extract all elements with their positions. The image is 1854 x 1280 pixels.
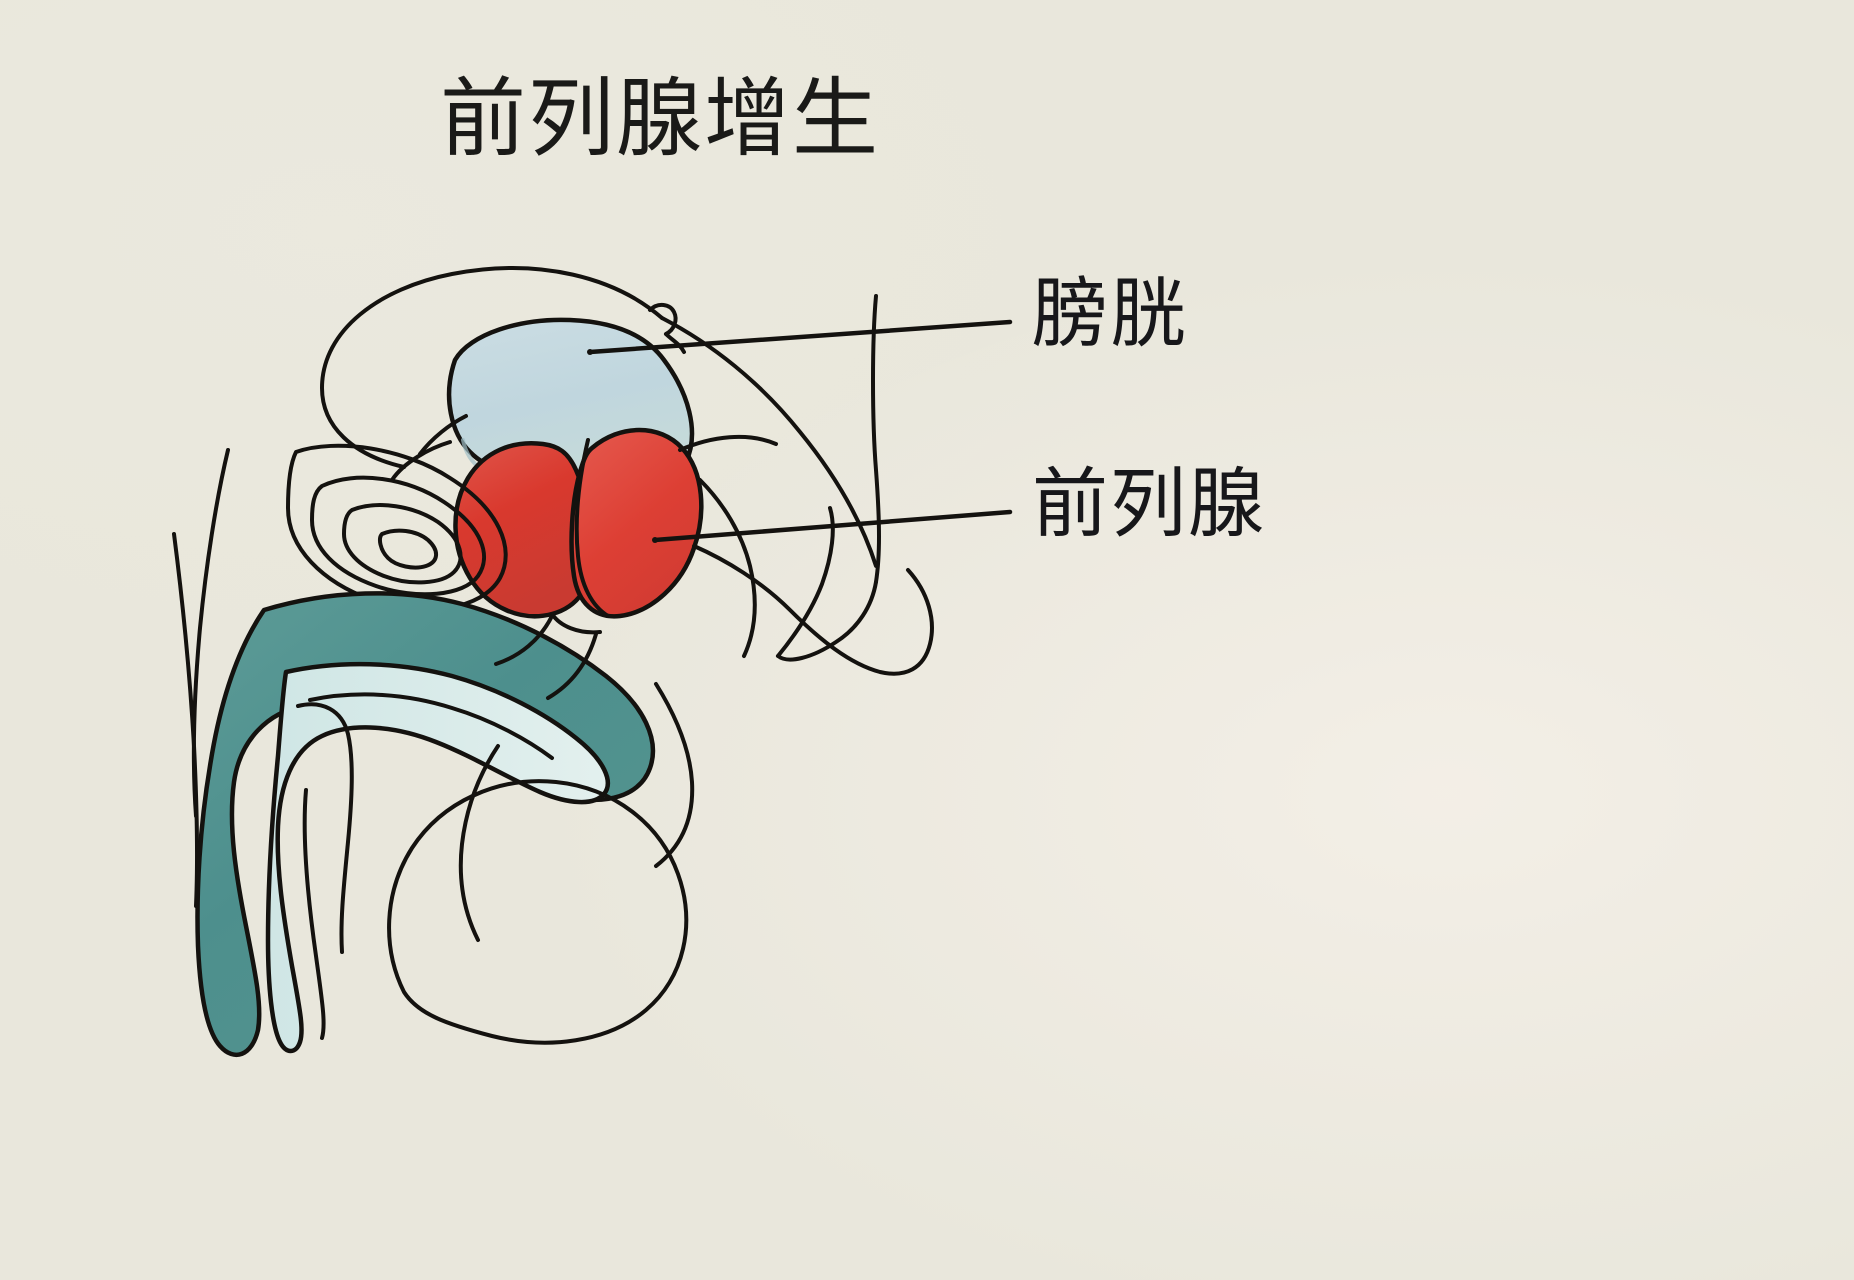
- page-title: 前列腺增生: [440, 69, 880, 169]
- rectal-wall: [698, 478, 757, 658]
- peritoneal-fold: [418, 414, 468, 456]
- urethra-inner-line: [308, 692, 554, 760]
- glans-outline: [296, 702, 354, 954]
- ureter-opening: [648, 303, 678, 336]
- perineal-contour: [776, 580, 878, 662]
- leader-anchor-bladder: [587, 349, 593, 355]
- urethra-inner-line-distal: [302, 788, 326, 1040]
- penis-corpus-cavernosum: [195, 591, 656, 1057]
- prostate-median-sulcus: [574, 438, 610, 618]
- penile-urethra: [265, 661, 610, 1054]
- bulbar-urethra: [546, 632, 598, 700]
- rectum-mid-outline: [310, 475, 487, 597]
- scrotum-outline: [387, 779, 689, 1045]
- leader-line-bladder: [587, 319, 1013, 355]
- pelvic-floor-contour: [692, 544, 934, 676]
- body-midline-contour: [871, 294, 881, 584]
- leader-line-prostate: [652, 509, 1013, 543]
- prostate-apex: [550, 612, 602, 635]
- vas-deferens: [678, 434, 778, 452]
- leader-anchor-prostate: [652, 537, 658, 543]
- rectum-lumen: [378, 528, 438, 570]
- outer-skin-contour: [172, 532, 200, 908]
- prostate-right-lobe: [569, 427, 704, 619]
- ureter-stub: [664, 332, 686, 354]
- abdominal-wall-outline: [320, 266, 664, 469]
- membranous-urethra: [494, 614, 554, 666]
- rectovesical-fold: [390, 440, 452, 482]
- gluteal-contour: [776, 506, 835, 658]
- spermatic-cord-left: [458, 744, 500, 942]
- annotation-label-bladder: 膀胱: [1032, 269, 1188, 358]
- rectum-outer-outline: [286, 443, 508, 612]
- spermatic-cord-right: [654, 682, 695, 868]
- annotation-label-prostate: 前列腺: [1032, 459, 1266, 548]
- rectum-inner-outline: [342, 503, 463, 585]
